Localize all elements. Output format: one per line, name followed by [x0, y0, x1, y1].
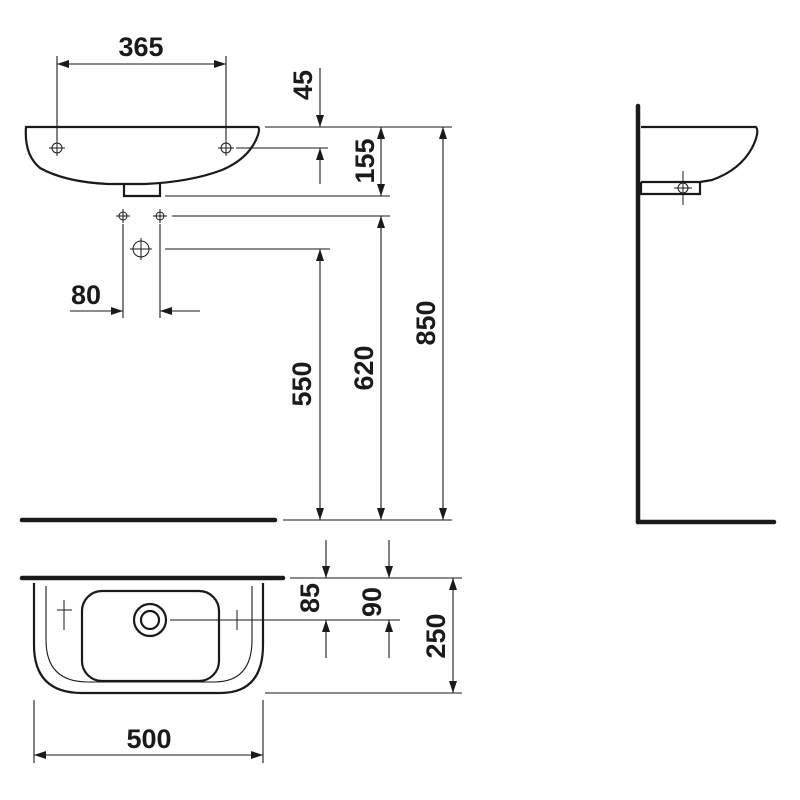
- dim-plan-width: 500: [33, 700, 264, 763]
- front-elevation-view: [19, 125, 278, 523]
- basin-plan-outline: [32, 583, 265, 695]
- fixing-hole-right: [218, 140, 234, 156]
- waste-point: [130, 238, 152, 260]
- dim-rim-height: 850: [390, 126, 452, 520]
- label-45: 45: [288, 70, 318, 100]
- drain-hole: [132, 602, 168, 638]
- dim-supply-height: 620: [172, 215, 390, 520]
- label-850: 850: [411, 300, 441, 345]
- fixing-hole-left: [49, 140, 65, 156]
- waste-outlet: [122, 184, 162, 198]
- dim-plan-projection: 250: [265, 577, 462, 694]
- plan-view: [19, 575, 286, 695]
- basin-bowl: [80, 589, 221, 683]
- basin-front-outline: [24, 125, 261, 186]
- supply-point-left: [116, 209, 130, 223]
- dim-waste-height: 550: [165, 248, 452, 521]
- dim-fixing-holes-spacing: 365: [56, 32, 227, 140]
- waste-side-point: [674, 171, 692, 205]
- waste-side-stub: [639, 182, 702, 196]
- dim-top-to-waste: 155: [165, 126, 390, 197]
- label-365: 365: [118, 32, 163, 62]
- label-155: 155: [350, 138, 380, 183]
- label-85: 85: [295, 583, 325, 613]
- basin-plan-inner-rim: [45, 586, 253, 683]
- label-620: 620: [349, 345, 379, 390]
- dim-top-to-fixing-holes: 45: [236, 68, 328, 184]
- tap-hole-left: [57, 600, 72, 630]
- label-250: 250: [421, 613, 451, 658]
- basin-side-outline: [641, 125, 759, 184]
- label-90: 90: [357, 587, 387, 617]
- dim-plan-waste-depth: 90: [357, 540, 393, 658]
- dim-supply-spacing: 80: [70, 224, 200, 318]
- dim-plan-bowl-depth: 85: [170, 540, 400, 658]
- supply-point-right: [153, 209, 167, 223]
- label-80: 80: [71, 280, 101, 310]
- label-550: 550: [287, 361, 317, 406]
- label-500: 500: [126, 724, 171, 754]
- side-elevation-view: [635, 103, 777, 525]
